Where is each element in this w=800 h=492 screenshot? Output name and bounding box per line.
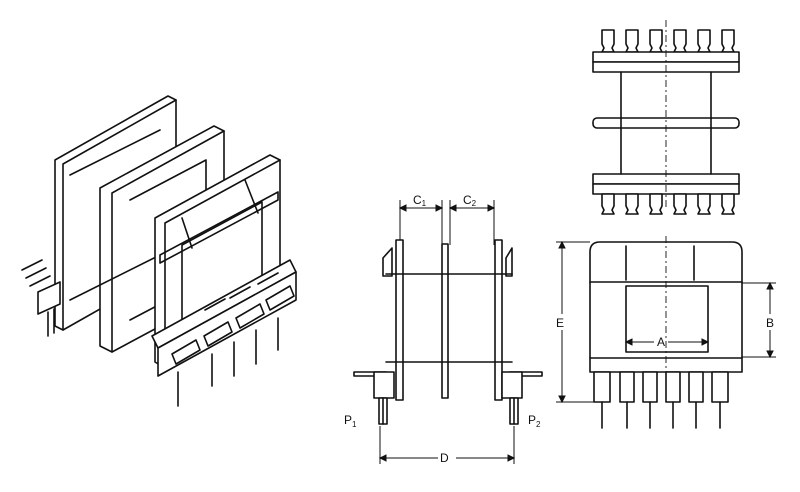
label-a: A: [657, 335, 665, 349]
top-view: [592, 20, 740, 215]
side-flanges: [382, 239, 513, 401]
label-e: E: [556, 316, 564, 330]
label-c1: C1: [413, 193, 427, 208]
dimension-d: D: [378, 426, 516, 465]
core-tube: [69, 129, 161, 301]
top-pins-upper: [601, 29, 735, 53]
label-c2: C2: [463, 193, 477, 208]
front-pin-header: [593, 371, 729, 429]
dimension-c1: C1: [398, 193, 444, 245]
dimension-a: A: [624, 335, 710, 349]
side-pins: [353, 371, 543, 425]
label-b: B: [766, 316, 774, 330]
label-d: D: [440, 451, 449, 465]
side-view: C1 C2: [344, 193, 543, 465]
dimension-c2: C2: [448, 193, 496, 245]
side-core: [385, 273, 513, 363]
dimension-e: E: [556, 240, 596, 404]
top-pins-lower: [601, 193, 735, 215]
front-view: A B E: [556, 236, 776, 429]
pin-row-front: [171, 272, 295, 407]
isometric-view: [21, 95, 297, 407]
dimension-b: B: [742, 281, 776, 359]
label-p2: P2: [528, 413, 541, 429]
front-core-window: [625, 285, 709, 353]
label-p1: P1: [344, 413, 357, 429]
